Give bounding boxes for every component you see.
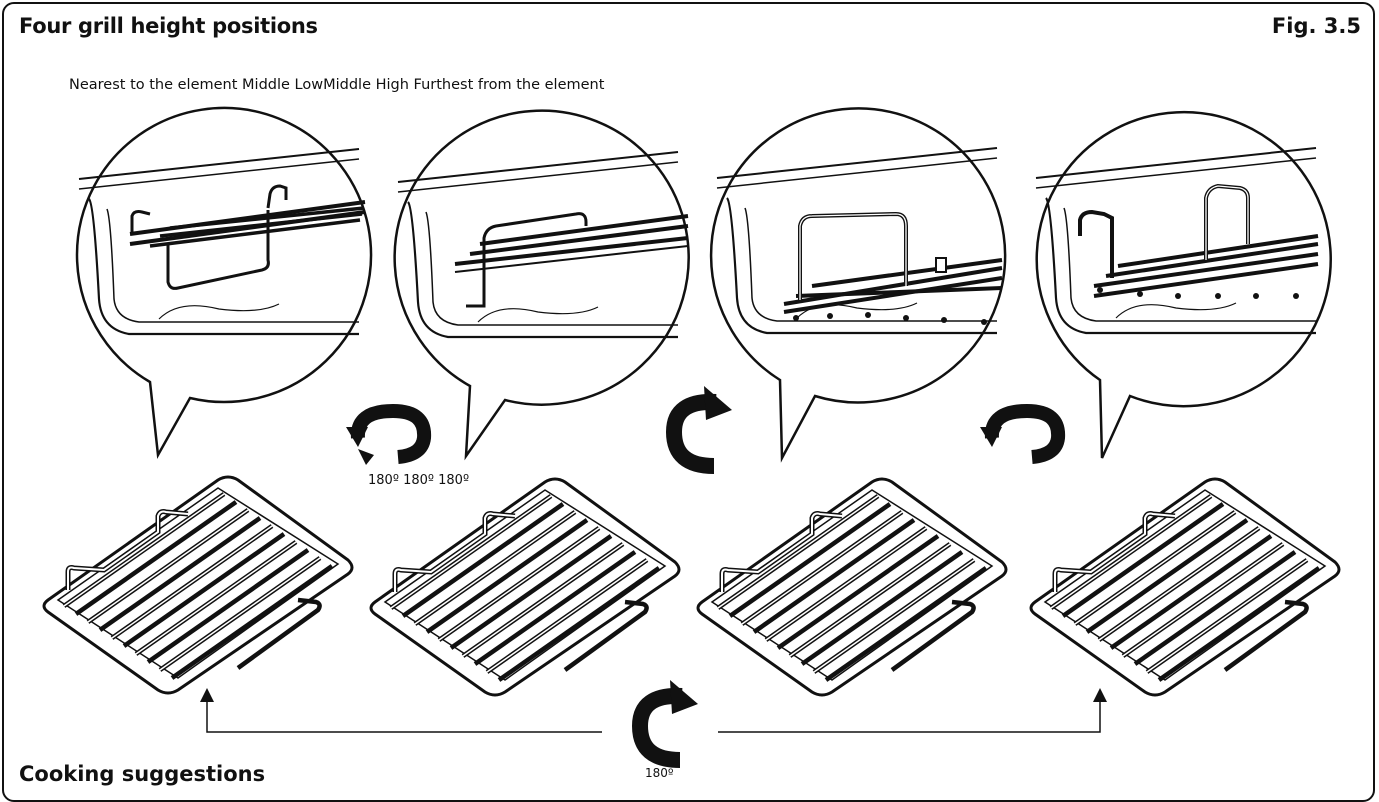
rotate-horizontal-arrow-icon — [346, 403, 432, 465]
grill-rack-4 — [1031, 479, 1339, 695]
rotate-vertical-arrow-icon — [631, 680, 698, 768]
connector-arrows — [206, 700, 1101, 733]
grill-diagram — [0, 106, 1379, 768]
positions-caption: Nearest to the element Middle LowMiddle … — [69, 77, 605, 93]
rotation-label-small: 180º 180º 180º — [368, 473, 470, 488]
zoom-bubble-middle-high — [709, 107, 1007, 463]
zoom-bubble-nearest — [75, 106, 373, 460]
up-arrow-icon — [1093, 688, 1107, 702]
zoom-bubble-middle-low — [393, 109, 690, 461]
section-heading: Cooking suggestions — [19, 762, 266, 786]
rotate-vertical-arrow-icon — [665, 386, 732, 474]
up-arrow-icon — [200, 688, 214, 702]
rotate-horizontal-arrow-icon — [980, 403, 1066, 464]
grill-rack-3 — [698, 479, 1006, 695]
page-title: Four grill height positions — [19, 14, 318, 38]
grill-rack-2 — [371, 479, 679, 695]
zoom-bubble-furthest — [1034, 110, 1332, 459]
grill-rack-1 — [44, 477, 352, 693]
rotation-label-bottom: 180º — [645, 766, 674, 780]
figure-label: Fig. 3.5 — [1271, 14, 1361, 38]
